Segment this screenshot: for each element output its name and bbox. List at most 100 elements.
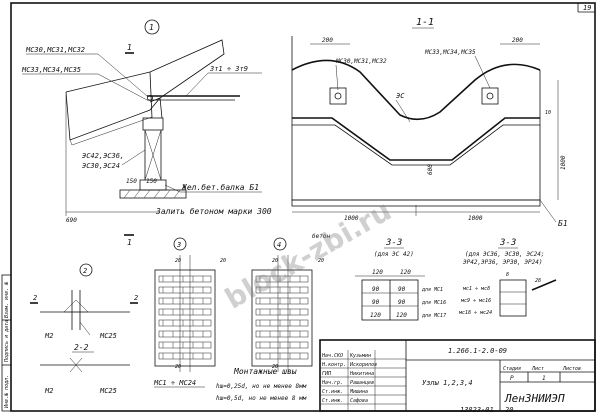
svg-text:4: 4 <box>277 241 281 249</box>
bottom-code: 13823-01 <box>460 406 494 414</box>
svg-text:120: 120 <box>400 269 411 276</box>
svg-text:3: 3 <box>176 241 181 249</box>
plate-row <box>255 286 309 294</box>
cut-mark-1: 1 <box>127 43 132 52</box>
svg-text:28: 28 <box>535 278 541 284</box>
svg-text:МС25: МС25 <box>99 387 117 395</box>
signature-name: Искорилов <box>349 362 377 368</box>
svg-text:90: 90 <box>372 286 380 293</box>
view-1-1: 1-1 200 200 МС30,МС31,МС32 МС33,МС34,МС3… <box>291 17 568 240</box>
node3-label: МС1 ÷ МС24 <box>153 379 196 387</box>
side-label-3: Инв.№ подл. <box>4 375 10 409</box>
section-3-3-a: 3-3 (для ЭС 42) 120 120 90 90 для МС1 90… <box>355 238 446 321</box>
sheet-title: Узлы 1,2,3,4 <box>422 379 473 387</box>
signature-name: Никитина <box>349 371 374 377</box>
svg-text:150: 150 <box>146 178 157 185</box>
signature-name: Сафова <box>350 398 368 404</box>
plate-row <box>255 275 309 283</box>
svg-text:Листов: Листов <box>562 366 581 372</box>
section-2-2: 2-2 <box>74 343 89 352</box>
view11-beam: Б1 <box>558 219 568 228</box>
node3-plate-rows <box>158 275 212 360</box>
weld-title: Монтажные швы <box>233 367 297 376</box>
weld-note-1: hш=0,25d, но не менее 8мм <box>216 383 307 390</box>
svg-text:1000: 1000 <box>468 215 483 222</box>
signature-role: Нач.СКО <box>321 353 343 359</box>
node-2: 2 2 2 М2 МС25 2-2 М2 МС25 <box>30 263 138 395</box>
signature-role: ГИП <box>322 371 332 377</box>
svg-text:для МС16: для МС16 <box>421 300 446 306</box>
svg-text:8: 8 <box>506 272 509 278</box>
plate-row <box>158 352 212 360</box>
node1-beam-label: Жел.бет.балка Б1 <box>181 182 259 192</box>
plate-row <box>158 319 212 327</box>
node1-label-mc-a: МС30,МС31,МС32 <box>25 46 85 54</box>
svg-text:М2: М2 <box>44 387 53 395</box>
svg-text:600: 600 <box>427 164 434 175</box>
node4-plate-rows <box>255 275 309 360</box>
svg-text:мс18 ÷ мс24: мс18 ÷ мс24 <box>458 310 492 316</box>
weld-note-2: hш=0,5d, но не менее 8 мм <box>216 395 307 402</box>
signature-name: Мишина <box>349 389 368 395</box>
node1-label-ec-a: ЭС42,ЭС36, <box>82 152 124 160</box>
svg-text:20: 20 <box>220 258 226 264</box>
svg-text:3-3: 3-3 <box>385 238 402 248</box>
doc-code: 1.266.1-2.0-09 <box>448 347 507 355</box>
svg-text:1000: 1000 <box>344 215 359 222</box>
node1-label-3t: 3т1 ÷ 3т9 <box>209 65 248 73</box>
node-3: 3 20 20 20 МС1 ÷ МС24 <box>153 237 226 388</box>
plate-row <box>255 319 309 327</box>
node1-label-mc-b: МС33,МС34,МС35 <box>21 66 81 74</box>
node-1-circle <box>144 19 160 35</box>
plate-row <box>255 330 309 338</box>
svg-text:М2: М2 <box>44 332 53 340</box>
signature-role: Нач.гр. <box>321 380 343 386</box>
svg-text:1: 1 <box>542 375 546 382</box>
svg-text:20: 20 <box>175 364 181 370</box>
signature-name: Кузьмин <box>349 353 371 359</box>
svg-text:90: 90 <box>372 299 380 306</box>
view11-label-ec: ЭС <box>396 92 405 100</box>
bottom-num: 20 <box>505 406 513 414</box>
view11-title: 1-1 <box>416 17 434 28</box>
svg-text:20: 20 <box>272 364 278 370</box>
svg-text:(для ЭС 42): (для ЭС 42) <box>374 251 414 258</box>
side-strip <box>1 274 12 412</box>
svg-text:бетон: бетон <box>312 233 330 240</box>
svg-text:20: 20 <box>272 258 278 264</box>
plate-row <box>255 308 309 316</box>
svg-text:(для ЭС36, ЭС30, ЭС24;: (для ЭС36, ЭС30, ЭС24; <box>465 251 544 258</box>
svg-text:150: 150 <box>126 178 137 185</box>
svg-text:90: 90 <box>398 299 406 306</box>
svg-text:2: 2 <box>83 267 87 275</box>
signature-role: Ст.инж. <box>322 389 343 395</box>
svg-text:10: 10 <box>545 110 551 116</box>
plate-row <box>255 297 309 305</box>
node1-label-ec-b: ЭС30,ЭС24 <box>82 162 120 170</box>
plate-row <box>158 275 212 283</box>
plate-row <box>158 297 212 305</box>
view11-label-mc-a: МС30,МС31,МС32 <box>335 58 387 65</box>
svg-text:Стадия: Стадия <box>503 366 521 372</box>
svg-text:20: 20 <box>175 258 181 264</box>
plate-row <box>158 330 212 338</box>
plate-row <box>255 341 309 349</box>
node1-fill-note: Залить бетоном марки 300 <box>155 206 272 216</box>
section-3-3-b: 3-3 (для ЭС36, ЭС30, ЭС24; ЭР42,ЭР36, ЭР… <box>458 238 557 317</box>
node-4: 4 20 20 20 Монтажные швы hш=0,25d, но не… <box>216 237 324 402</box>
plate-row <box>255 352 309 360</box>
svg-text:МС25: МС25 <box>99 332 117 340</box>
svg-text:90: 90 <box>398 286 406 293</box>
svg-text:2: 2 <box>33 294 37 302</box>
svg-text:Лист: Лист <box>531 366 544 372</box>
svg-text:мс1 ÷ мс8: мс1 ÷ мс8 <box>462 286 490 292</box>
plate-row <box>158 308 212 316</box>
svg-text:690: 690 <box>66 217 77 224</box>
side-label-1: Взам. инв. № <box>4 282 10 318</box>
org-name: ЛенЗНИИЭП <box>504 392 565 405</box>
signature-role: Н.контр. <box>321 362 346 368</box>
